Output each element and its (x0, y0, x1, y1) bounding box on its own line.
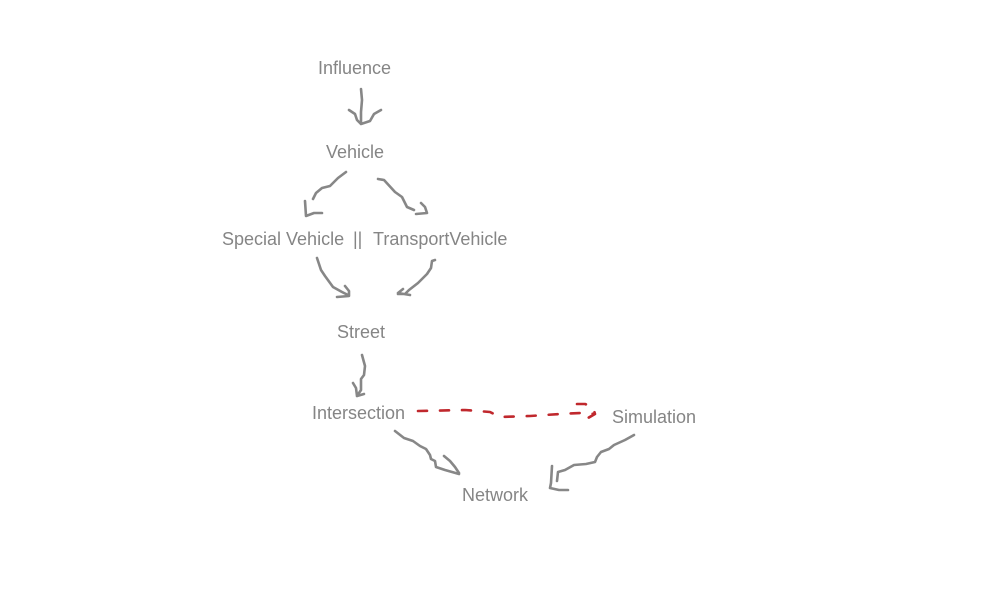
node-special-vehicle: Special Vehicle (222, 229, 345, 249)
node-vehicle: Vehicle (326, 142, 385, 162)
arrow-special-vehicle-to-street (315, 256, 351, 299)
node-separator: || (353, 229, 363, 249)
node-simulation: Simulation (612, 407, 697, 427)
arrow-vehicle-to-special-vehicle (303, 170, 348, 218)
node-street: Street (337, 322, 386, 342)
node-network: Network (462, 485, 529, 505)
node-influence: Influence (318, 58, 392, 78)
arrow-transport-vehicle-to-street (396, 258, 437, 297)
arrow-intersection-to-network (393, 429, 461, 476)
node-intersection: Intersection (312, 403, 406, 423)
dashed-arrow-intersection-to-simulation (416, 402, 597, 423)
arrow-vehicle-to-transport-vehicle (376, 177, 429, 216)
node-transport-vehicle: TransportVehicle (373, 229, 508, 249)
arrow-street-to-intersection (351, 353, 367, 398)
arrow-influence-to-vehicle (347, 87, 383, 126)
arrow-simulation-to-network (548, 433, 636, 492)
